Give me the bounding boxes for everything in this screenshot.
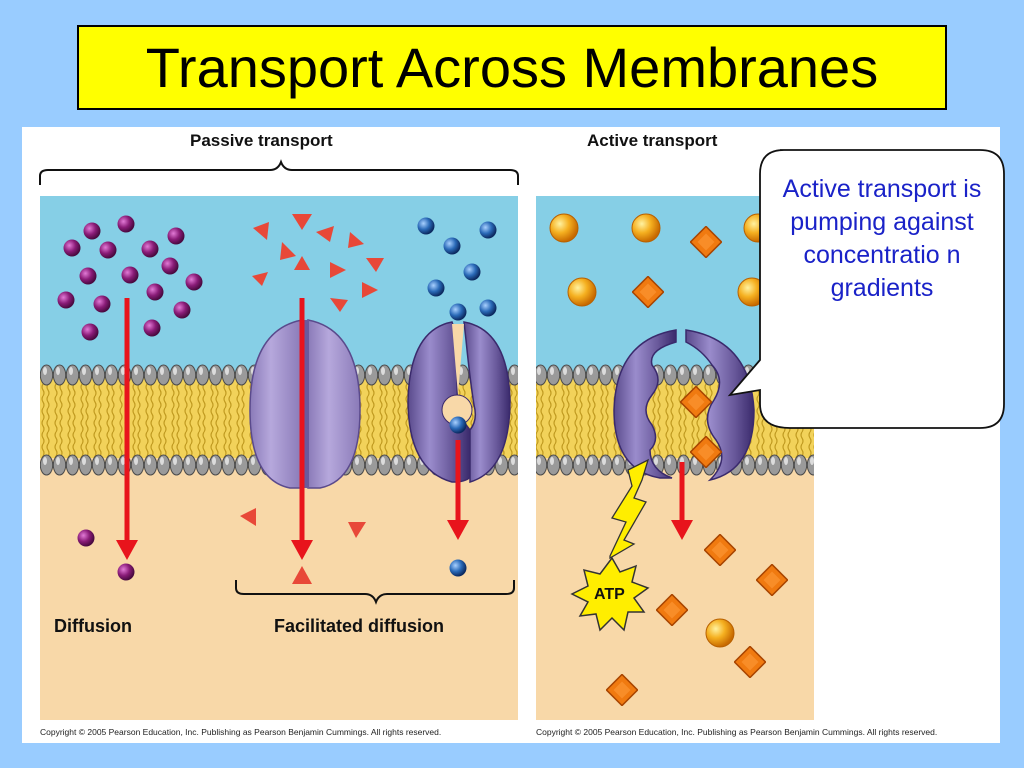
purple-molecule <box>99 241 117 259</box>
red-triangle <box>294 256 310 270</box>
active-transport-heading: Active transport <box>587 131 718 150</box>
channel-protein <box>249 319 361 489</box>
active-copyright: Copyright © 2005 Pearson Education, Inc.… <box>536 727 938 737</box>
diffusion-arrowhead <box>116 540 138 560</box>
purple-molecule <box>57 291 75 309</box>
callout-bubble <box>727 149 1005 429</box>
title-box: Transport Across Membranes <box>77 25 947 110</box>
blue-molecule <box>449 303 467 321</box>
passive-transport-heading: Passive transport <box>190 131 333 150</box>
purple-molecule <box>141 240 159 258</box>
atp-label: ATP <box>594 586 625 603</box>
red-triangle <box>348 232 364 248</box>
red-triangle <box>348 522 366 538</box>
purple-molecule <box>79 267 97 285</box>
purple-molecule <box>161 257 179 275</box>
red-triangle <box>330 298 348 312</box>
blue-molecule <box>449 416 467 434</box>
slide-title: Transport Across Membranes <box>145 36 879 99</box>
blue-molecule <box>479 299 497 317</box>
energy-bolt <box>609 458 650 560</box>
atp-burst <box>570 556 650 632</box>
facilitated-bracket <box>235 580 515 605</box>
purple-molecule <box>81 323 99 341</box>
callout-text: Active transport is pumping against conc… <box>782 175 982 302</box>
carrier-protein <box>407 321 511 484</box>
red-triangle <box>292 214 312 230</box>
purple-molecule <box>167 227 185 245</box>
purple-molecule <box>185 273 203 291</box>
orange-sphere <box>705 618 735 648</box>
blue-molecule <box>443 237 461 255</box>
carrier-arrowhead <box>447 520 469 540</box>
purple-molecule <box>83 222 101 240</box>
purple-molecule <box>117 563 135 581</box>
red-triangle <box>362 282 378 298</box>
orange-sphere <box>549 213 579 243</box>
passive-copyright: Copyright © 2005 Pearson Education, Inc.… <box>40 727 442 737</box>
diffusion-label: Diffusion <box>54 616 132 636</box>
red-triangle <box>292 566 312 584</box>
red-triangle <box>316 226 334 242</box>
red-triangle <box>240 508 256 526</box>
blue-molecule <box>479 221 497 239</box>
blue-molecule <box>449 559 467 577</box>
purple-molecule <box>63 239 81 257</box>
facilitated-triangles <box>240 214 384 584</box>
red-triangle <box>253 222 269 240</box>
orange-sphere <box>631 213 661 243</box>
red-triangle <box>252 272 268 286</box>
blue-molecule <box>417 217 435 235</box>
passive-bracket <box>39 159 519 185</box>
red-triangle <box>330 262 346 278</box>
purple-molecule <box>143 319 161 337</box>
purple-molecule <box>121 266 139 284</box>
purple-molecule <box>173 301 191 319</box>
purple-molecule <box>117 215 135 233</box>
red-triangle <box>280 242 296 260</box>
purple-molecule <box>93 295 111 313</box>
facilitated-diffusion-label: Facilitated diffusion <box>274 616 445 636</box>
purple-molecule <box>146 283 164 301</box>
pump-arrowhead <box>671 520 693 540</box>
red-triangle <box>366 258 384 272</box>
blue-molecule <box>427 279 445 297</box>
blue-molecule <box>463 263 481 281</box>
purple-molecule <box>77 529 95 547</box>
channel-arrowhead <box>291 540 313 560</box>
orange-sphere <box>567 277 597 307</box>
